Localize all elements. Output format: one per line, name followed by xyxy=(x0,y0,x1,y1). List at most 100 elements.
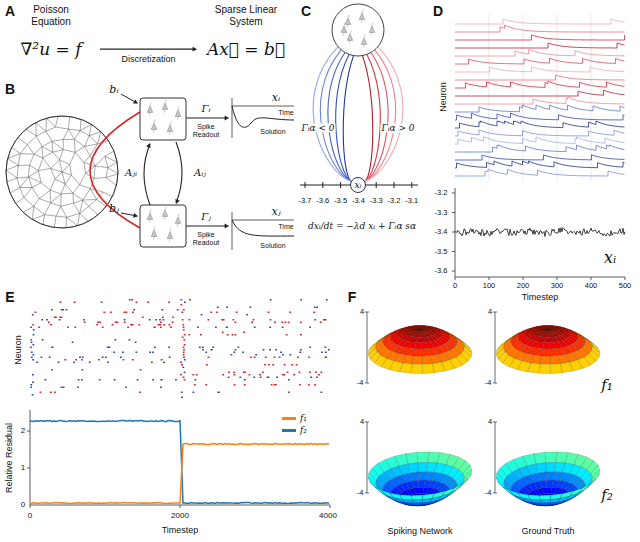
neuron-icon xyxy=(175,217,181,223)
surface-facet xyxy=(414,349,422,356)
surface-facet xyxy=(543,343,550,349)
surface-facet xyxy=(544,330,548,333)
input-arrow xyxy=(121,94,137,103)
neuron-dendrite xyxy=(164,99,166,112)
surface-facet xyxy=(548,330,553,333)
neuron-icon xyxy=(162,103,168,109)
spike-trace xyxy=(455,105,625,112)
surface-facet xyxy=(422,349,431,357)
arrow-head xyxy=(193,47,197,52)
coupling-arrow xyxy=(176,142,182,203)
label: Timestep xyxy=(522,293,559,302)
label: Spiking Network xyxy=(387,527,452,536)
surface-facet xyxy=(414,330,421,332)
neuron-icon xyxy=(345,18,351,24)
neuron-icon xyxy=(167,125,173,131)
domain-outline xyxy=(6,116,118,228)
surface-facet xyxy=(420,328,427,329)
surface-facet xyxy=(421,342,428,349)
label: xⱼ xyxy=(271,206,280,217)
spike-trace xyxy=(455,90,625,96)
panel-letter: B xyxy=(5,82,15,96)
neuron-dendrite xyxy=(177,213,179,226)
label: Timestep xyxy=(162,526,199,535)
readout-curve xyxy=(232,220,294,236)
readout-arrow xyxy=(186,118,227,119)
neuron-icon xyxy=(151,123,157,129)
surface-facet xyxy=(403,355,414,364)
block-heading: Sparse Linear System xyxy=(210,4,282,27)
surface-facet xyxy=(540,500,550,504)
label: -3.5 xyxy=(334,197,347,205)
surface-facet xyxy=(464,470,472,482)
plot-axes xyxy=(27,410,330,508)
surface-facet xyxy=(550,349,559,357)
neuron-icon xyxy=(175,110,181,116)
spike-trace xyxy=(455,121,625,128)
surface-facet xyxy=(420,330,426,333)
surface-facet xyxy=(411,364,423,373)
spike-trace xyxy=(455,25,625,32)
negative-weight-line xyxy=(343,56,353,181)
arrow-head xyxy=(133,99,138,103)
surface-facet xyxy=(548,330,552,333)
label: -3.3 xyxy=(370,197,383,205)
neuron-dendrite xyxy=(149,209,151,222)
label: bⱼ xyxy=(109,203,119,214)
label: 300 xyxy=(551,282,564,290)
neuron-icon xyxy=(341,26,347,32)
label: bᵢ xyxy=(109,84,118,95)
surface-facet xyxy=(417,330,420,333)
solution-trace xyxy=(455,228,625,237)
edge-label: Discretization xyxy=(121,55,175,64)
surface-facet xyxy=(545,330,548,333)
label: 4 xyxy=(360,418,364,426)
neuron-dendrite xyxy=(149,102,151,115)
surface-facet xyxy=(540,356,550,364)
neuron-dendrite xyxy=(347,14,349,27)
state-label: xᵢ xyxy=(355,181,362,190)
panel-letter: F xyxy=(348,290,357,304)
surface-facet xyxy=(560,491,573,498)
surface-facet xyxy=(432,362,445,373)
equation-block: Sparse Linear SystemAx⃗ = b⃗ xyxy=(200,4,292,59)
spike-trace xyxy=(455,75,625,80)
spike-trace xyxy=(455,145,625,152)
equation-block: Poisson Equation∇²u = f xyxy=(5,4,97,59)
positive-weight-line xyxy=(365,50,396,181)
equation: Ax⃗ = b⃗ xyxy=(200,39,292,59)
spike-trace xyxy=(455,35,625,40)
mesh xyxy=(6,116,118,228)
label: 1 xyxy=(21,464,25,472)
label: 2000 xyxy=(171,512,189,520)
neuron-icon xyxy=(361,38,367,44)
spike-trace xyxy=(455,43,625,48)
spike-trace xyxy=(455,161,625,168)
surface-facet xyxy=(547,330,549,333)
label: 2 xyxy=(21,427,25,435)
surface-facet xyxy=(419,330,421,333)
neuron-dendrite xyxy=(153,119,155,132)
neuron-icon xyxy=(347,34,353,40)
label: 4 xyxy=(488,418,492,426)
label: 200 xyxy=(517,282,530,290)
spike-trace xyxy=(455,137,625,144)
label: Neuron xyxy=(439,82,448,112)
connector xyxy=(100,49,193,50)
surface-facet xyxy=(406,348,415,356)
z-axis xyxy=(365,422,369,493)
state-circle: xᵢ xyxy=(350,177,366,193)
label: Spike Readout xyxy=(189,231,223,246)
surface-facet xyxy=(544,337,549,342)
legend-swatch xyxy=(282,417,296,420)
label: f₂ xyxy=(601,488,613,503)
surface-facet xyxy=(413,329,420,330)
surface-facet xyxy=(550,356,560,365)
surface-facet xyxy=(421,337,426,343)
surface-facet xyxy=(548,328,555,329)
surface-facet xyxy=(374,487,386,496)
neuron-icon xyxy=(147,106,153,112)
neuron-dendrite xyxy=(349,30,351,43)
